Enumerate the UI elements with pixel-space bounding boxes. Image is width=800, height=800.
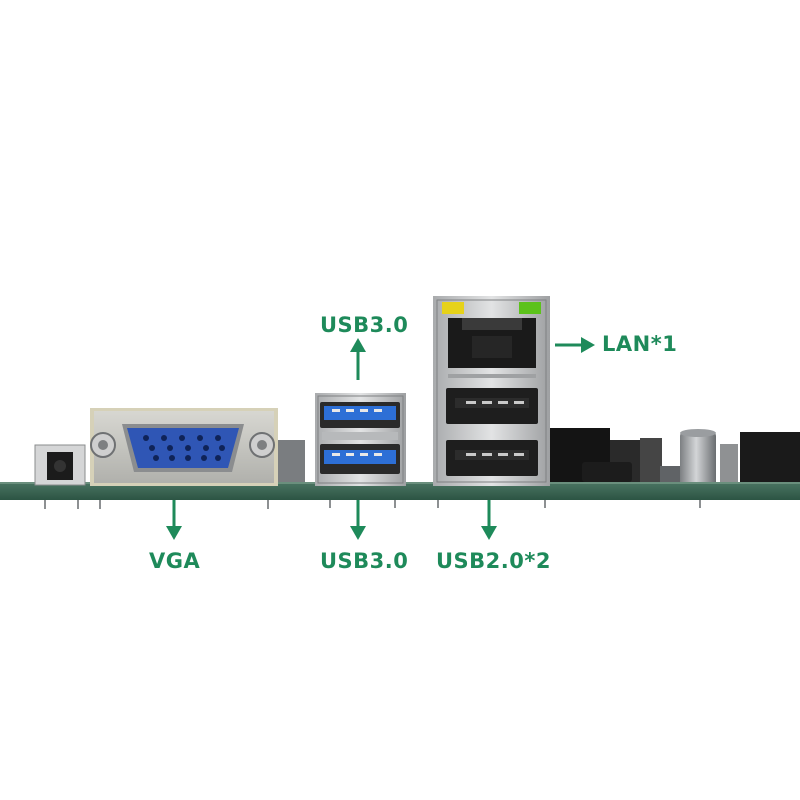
lan-usb2-port-stack xyxy=(433,296,550,486)
led-green xyxy=(519,302,541,314)
label-usb2: USB2.0*2 xyxy=(436,549,551,573)
arrow-down-icon xyxy=(166,500,182,540)
pcb-board xyxy=(0,482,800,500)
label-usb3-bottom: USB3.0 xyxy=(320,549,409,573)
arrow-up-icon xyxy=(350,338,366,380)
label-vga: VGA xyxy=(149,549,201,573)
board-components xyxy=(275,428,800,486)
arrow-down-icon xyxy=(481,500,497,540)
arrow-down-icon xyxy=(350,500,366,540)
usb3-port-stack xyxy=(315,393,406,486)
reset-button-switch xyxy=(34,444,86,486)
label-lan: LAN*1 xyxy=(602,332,678,356)
label-usb3-top: USB3.0 xyxy=(320,313,409,337)
arrow-right-icon xyxy=(555,337,595,353)
led-yellow xyxy=(442,302,464,314)
solder-pins xyxy=(44,500,701,509)
vga-port xyxy=(90,408,278,486)
